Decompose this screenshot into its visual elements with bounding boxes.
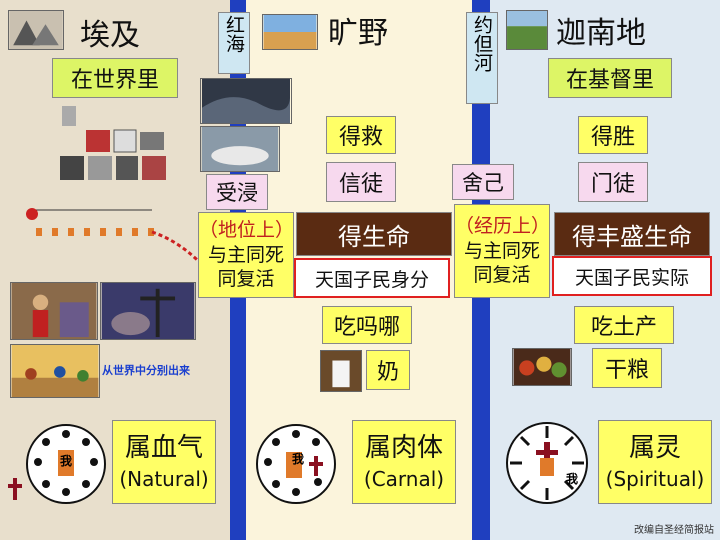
canaan-self-label: 我 bbox=[566, 472, 579, 486]
in-world-label: 在世界里 bbox=[52, 58, 178, 98]
milk-image bbox=[320, 350, 362, 392]
abundant-life-label: 得丰盛生命 bbox=[554, 212, 710, 256]
spiritual-cn: 属灵 bbox=[628, 433, 681, 464]
natural-cn: 属血气 bbox=[124, 433, 203, 464]
position-line2: 同复活 bbox=[217, 268, 275, 291]
jesus-image bbox=[10, 282, 98, 340]
sea-crossing-image bbox=[200, 78, 292, 124]
egypt-title: 埃及 bbox=[80, 18, 140, 53]
life-label: 得生命 bbox=[296, 212, 452, 256]
baptism-label: 受浸 bbox=[206, 174, 268, 210]
sleeping-man-image bbox=[200, 126, 280, 172]
self-denial-label: 舍己 bbox=[452, 164, 514, 200]
produce-label: 吃土产 bbox=[574, 306, 674, 344]
experience-line1: 与主同死 bbox=[463, 239, 540, 262]
manna-label: 吃吗哪 bbox=[322, 306, 412, 344]
experience-line2: 同复活 bbox=[473, 264, 531, 287]
carnal-box: 属肉体 (Carnal) bbox=[352, 420, 456, 504]
natural-box: 属血气 (Natural) bbox=[112, 420, 216, 504]
disciple-label: 门徒 bbox=[578, 162, 648, 202]
wilderness-title: 旷野 bbox=[328, 16, 388, 51]
experience-heading: （经历上） bbox=[455, 214, 551, 237]
saved-label: 得救 bbox=[326, 116, 396, 154]
desert-image bbox=[262, 14, 318, 50]
jordan-text: 约但河 bbox=[471, 15, 493, 72]
milk-label: 奶 bbox=[366, 350, 410, 390]
self-label: 我 bbox=[60, 454, 73, 468]
dry-food-label: 干粮 bbox=[592, 348, 662, 388]
red-sea-label: 红海 bbox=[218, 12, 250, 74]
reality-label: 天国子民实际 bbox=[552, 256, 712, 296]
in-christ-label: 在基督里 bbox=[548, 58, 672, 98]
spiritual-heart-diagram bbox=[506, 422, 588, 504]
wilderness-self-label: 我 bbox=[292, 452, 305, 466]
jordan-label: 约但河 bbox=[466, 12, 498, 104]
spiritual-box: 属灵 (Spiritual) bbox=[598, 420, 712, 504]
carnal-cn: 属肉体 bbox=[364, 433, 443, 464]
egypt-collage-image bbox=[60, 106, 166, 180]
food-image bbox=[512, 348, 572, 386]
position-heading: （地位上） bbox=[199, 218, 295, 241]
credit-text: 改编自圣经简报站 bbox=[634, 525, 714, 536]
identity-label: 天国子民身分 bbox=[294, 258, 450, 298]
pyramids-image bbox=[8, 10, 64, 50]
position-box: （地位上） 与主同死 同复活 bbox=[198, 212, 294, 298]
carnal-en: (Carnal) bbox=[363, 466, 445, 491]
canaan-title: 迦南地 bbox=[556, 16, 646, 51]
seven-seals-timeline bbox=[26, 208, 209, 271]
position-line1: 与主同死 bbox=[207, 243, 284, 266]
natural-heart-diagram bbox=[26, 424, 106, 504]
experience-box: （经历上） 与主同死 同复活 bbox=[454, 204, 550, 298]
red-sea-text: 红海 bbox=[223, 15, 245, 53]
crucifixion-image bbox=[100, 282, 196, 340]
carnal-heart-diagram bbox=[256, 424, 336, 504]
farmland-image bbox=[506, 10, 548, 50]
spiritual-en: (Spiritual) bbox=[605, 466, 705, 491]
believer-label: 信徒 bbox=[326, 162, 396, 202]
natural-en: (Natural) bbox=[119, 466, 209, 491]
cross-icon bbox=[8, 478, 22, 500]
separate-caption: 从世界中分别出来 bbox=[102, 364, 190, 377]
victory-label: 得胜 bbox=[578, 116, 648, 154]
exodus-image bbox=[10, 344, 100, 398]
